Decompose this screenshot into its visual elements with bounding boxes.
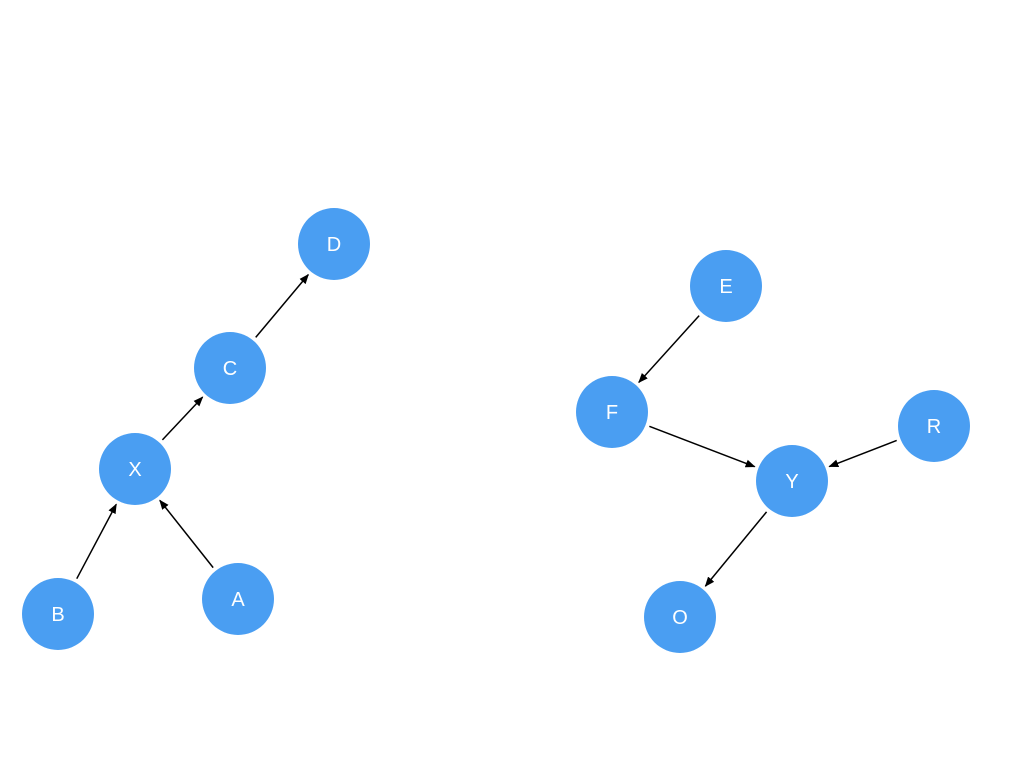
edge-r-to-y [828,439,897,468]
node-label-f: F [606,402,618,424]
node-circle-y [756,445,828,517]
node-circle-a [202,563,274,635]
node-circle-o [644,581,716,653]
node-o: O [644,581,716,653]
node-circle-c [194,332,266,404]
node-c: C [194,332,266,404]
nodes-layer: D C X B A E F R Y O [22,208,970,653]
node-label-r: R [927,416,941,438]
node-label-b: B [51,604,64,626]
edges-layer [76,273,897,587]
edge-b-to-x [76,503,117,580]
node-label-e: E [719,276,732,298]
node-circle-x [99,433,171,505]
node-label-c: C [223,358,237,380]
edge-f-to-y [649,425,756,468]
edge-e-to-f [638,315,700,384]
node-label-o: O [672,607,688,629]
edge-a-to-x [159,499,214,569]
node-label-d: D [327,234,341,256]
node-e: E [690,250,762,322]
node-f: F [576,376,648,448]
node-x: X [99,433,171,505]
node-label-x: X [128,459,141,481]
node-circle-d [298,208,370,280]
node-r: R [898,390,970,462]
node-a: A [202,563,274,635]
node-label-a: A [231,589,245,611]
node-circle-e [690,250,762,322]
node-label-y: Y [785,471,798,493]
node-circle-f [576,376,648,448]
edge-c-to-d [255,273,309,338]
node-circle-r [898,390,970,462]
node-y: Y [756,445,828,517]
edge-y-to-o [704,511,768,587]
node-b: B [22,578,94,650]
node-circle-b [22,578,94,650]
node-d: D [298,208,370,280]
edge-x-to-c [161,396,204,441]
